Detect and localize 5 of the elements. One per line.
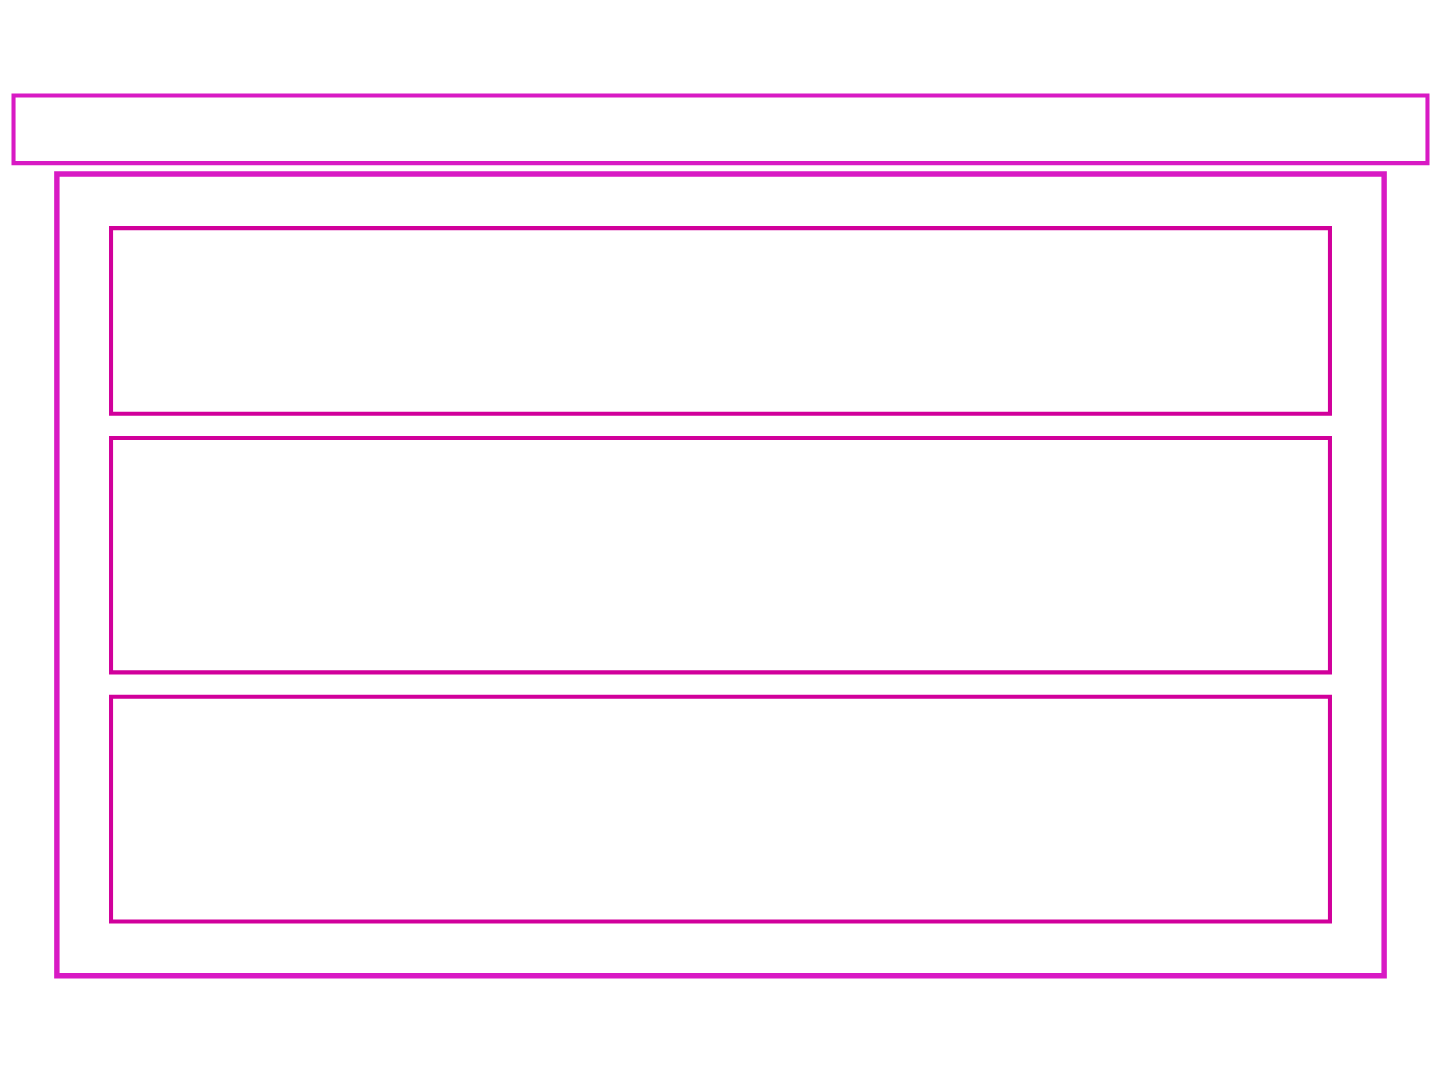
cluster xyxy=(54,170,1387,978)
node-box xyxy=(11,92,1430,165)
node-box xyxy=(109,225,1332,416)
node-box xyxy=(109,435,1332,674)
node-box xyxy=(109,694,1332,924)
